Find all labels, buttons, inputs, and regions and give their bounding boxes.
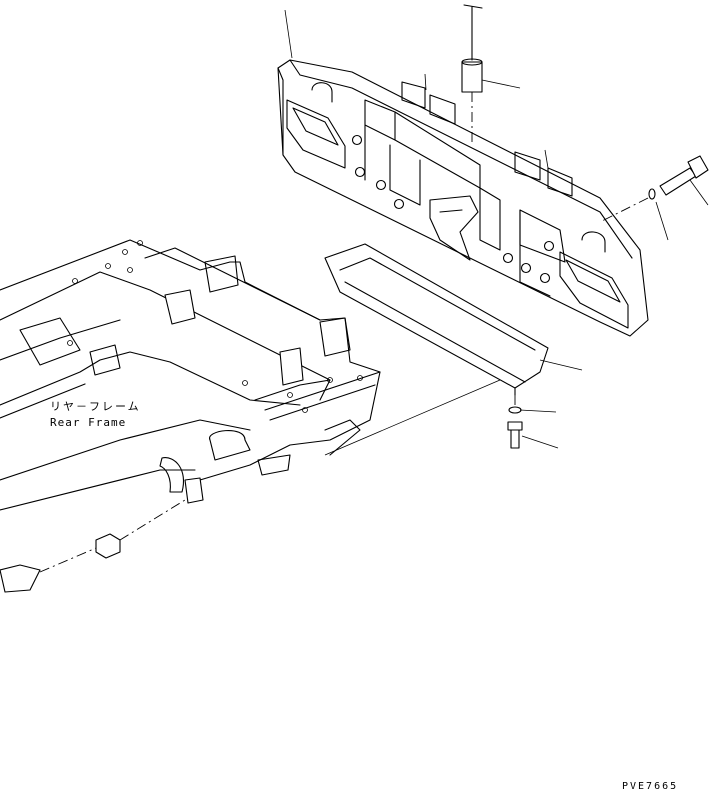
rear-frame-label-jp: リヤ－フレーム [50,400,141,413]
side-bolt [599,155,709,223]
drawing-code: PVE7665 [622,781,679,792]
counterweight [277,59,649,337]
bottom-bolt [507,395,523,449]
rear-frame [0,239,381,511]
mount-block [0,499,186,593]
bottom-cover [324,243,549,396]
rear-frame-label-en: Rear Frame [50,416,127,429]
eye-bolt [461,4,483,145]
leader-lines [284,9,709,456]
